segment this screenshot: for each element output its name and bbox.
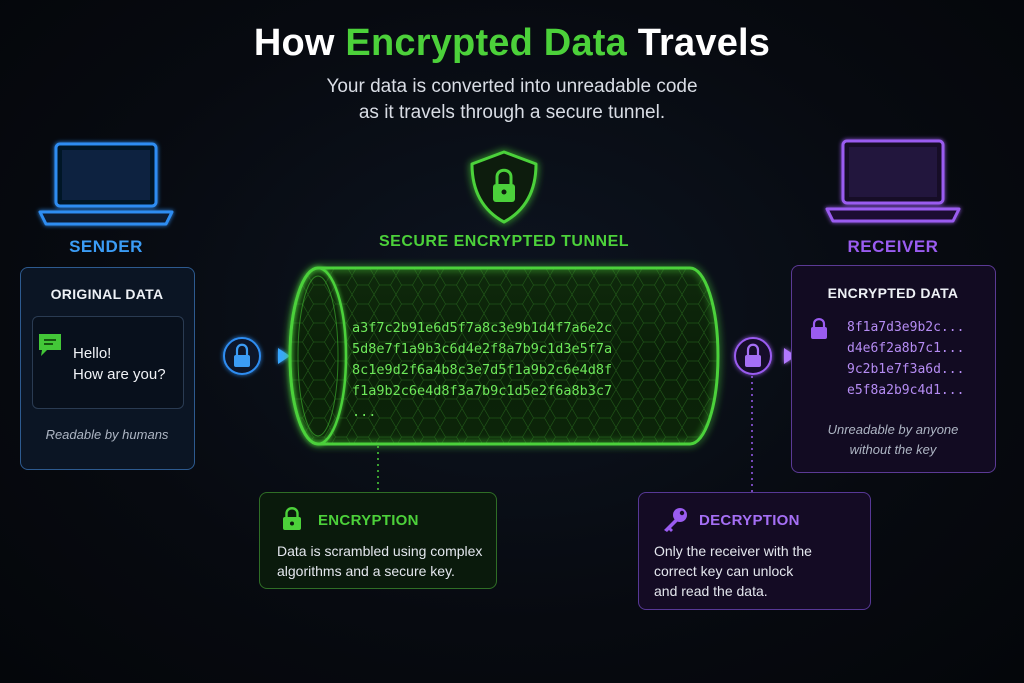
lock-icon <box>282 507 302 531</box>
sender-lock-icon <box>234 343 250 367</box>
receiver-lock-icon <box>745 343 761 367</box>
message-line-1: Hello! <box>73 345 112 362</box>
sender-to-tunnel-arrow <box>196 337 290 375</box>
cipher-line: 5d8e7f1a9b3c6d4e2f8a7b9c1d3e5f7a <box>352 341 613 357</box>
shield-lock-icon <box>470 150 538 224</box>
subtitle-line-1: Your data is converted into unreadable c… <box>326 76 698 97</box>
encrypted-line: e5f8a2b9c4d1... <box>847 383 965 398</box>
encrypted-line: d4e6f2a8b7c1... <box>847 341 965 356</box>
receiver-laptop-icon <box>825 139 961 223</box>
unreadable-note: Unreadable by anyone without the key <box>792 420 994 460</box>
cipher-line: a3f7c2b91e6d5f7a8c3e9b1d4f7a6e2c <box>352 320 613 336</box>
subtitle-line-2: as it travels through a secure tunnel. <box>358 102 666 123</box>
encryption-title: ENCRYPTION <box>318 512 419 529</box>
cipher-line: f1a9b2c6e4d8f3a7b9c1d5e2f6a8b3c7 <box>352 383 613 399</box>
encrypted-line: 9c2b1e7f3a6d... <box>847 362 965 377</box>
decryption-body-line-3: and read the data. <box>654 583 768 599</box>
decryption-body: Only the receiver with the correct key c… <box>654 541 812 601</box>
tunnel-cipher-text: a3f7c2b91e6d5f7a8c3e9b1d4f7a6e2c 5d8e7f1… <box>352 318 612 423</box>
secure-tunnel <box>288 266 720 446</box>
title-prefix: How <box>253 22 346 64</box>
page-title: How Encrypted Data Travels <box>0 22 1024 65</box>
message-text: Hello! How are you? <box>73 343 166 385</box>
decryption-body-line-2: correct key can unlock <box>654 563 794 579</box>
decryption-callout: DECRYPTION Only the receiver with the co… <box>638 492 871 610</box>
encrypted-data-box: ENCRYPTED DATA 8f1a7d3e9b2c... d4e6f2a8b… <box>791 265 996 473</box>
decryption-body-line-1: Only the receiver with the <box>654 543 812 559</box>
title-accent: Encrypted Data <box>345 22 627 64</box>
tunnel-to-receiver-arrow <box>718 337 796 375</box>
encrypted-line: 8f1a7d3e9b2c... <box>847 320 965 335</box>
encrypted-data-title: ENCRYPTED DATA <box>827 285 959 301</box>
original-data-title: ORIGINAL DATA <box>50 286 164 302</box>
unreadable-note-line-1: Unreadable by anyone <box>827 422 959 437</box>
sender-label: SENDER <box>69 237 143 256</box>
message-card: Hello! How are you? <box>32 316 184 409</box>
receiver-label: RECEIVER <box>847 237 939 256</box>
encryption-body-line-1: Data is scrambled using complex <box>277 543 483 559</box>
unreadable-note-line-2: without the key <box>849 442 937 457</box>
message-line-2: How are you? <box>73 366 166 383</box>
encryption-body-line-2: algorithms and a secure key. <box>277 563 455 579</box>
original-data-box: ORIGINAL DATA Hello! How are you? Readab… <box>20 267 195 470</box>
title-suffix: Travels <box>626 22 771 64</box>
encryption-callout: ENCRYPTION Data is scrambled using compl… <box>259 492 497 589</box>
decryption-title: DECRYPTION <box>699 512 800 529</box>
encrypted-lines: 8f1a7d3e9b2c... d4e6f2a8b7c1... 9c2b1e7f… <box>847 317 964 401</box>
cipher-line: 8c1e9d2f6a4b8c3e7d5f1a9b2c6e4d8f <box>352 362 613 378</box>
page-subtitle: Your data is converted into unreadable c… <box>0 74 1024 126</box>
readable-note: Readable by humans <box>45 427 169 442</box>
key-icon <box>661 507 689 533</box>
chat-bubble-icon <box>37 332 63 356</box>
encrypted-lock-icon <box>810 318 828 340</box>
encryption-body: Data is scrambled using complex algorith… <box>277 541 482 581</box>
cipher-line: ... <box>352 404 377 420</box>
sender-laptop-icon <box>38 142 174 226</box>
tunnel-label: SECURE ENCRYPTED TUNNEL <box>378 233 630 250</box>
